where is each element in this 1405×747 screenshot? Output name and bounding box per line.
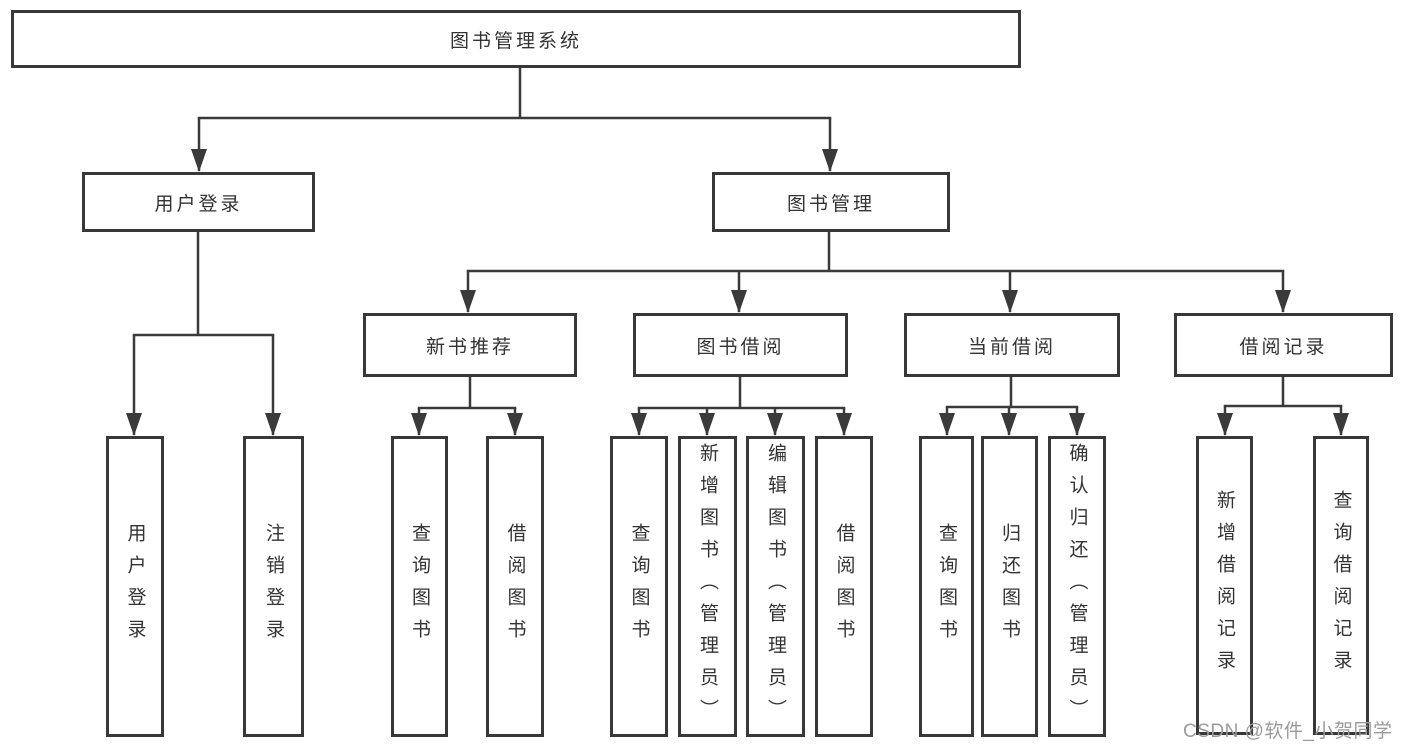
node-label: 查询借阅记录 bbox=[1330, 489, 1352, 682]
node-current-borrowing: 当前借阅 bbox=[904, 313, 1120, 377]
node-label: 新书推荐 bbox=[425, 336, 514, 358]
node-library-management-system: 图书管理系统 bbox=[11, 10, 1021, 68]
node-query-books-3: 查询图书 bbox=[919, 436, 974, 737]
node-label: 借阅图书 bbox=[833, 522, 855, 651]
node-label: 查询图书 bbox=[936, 522, 957, 651]
node-label: 确认归还（管理员） bbox=[1066, 442, 1088, 731]
node-label: 当前借阅 bbox=[967, 336, 1056, 358]
node-label: 查询图书 bbox=[628, 522, 650, 651]
node-label: 归还图书 bbox=[999, 522, 1020, 651]
node-user-login: 用户登录 bbox=[82, 172, 315, 232]
node-borrow-books-2: 借阅图书 bbox=[815, 436, 873, 737]
node-label: 编辑图书（管理员） bbox=[765, 442, 786, 731]
node-confirm-return-admin: 确认归还（管理员） bbox=[1048, 436, 1106, 737]
node-label: 用户登录 bbox=[154, 193, 243, 215]
node-label: 新增借阅记录 bbox=[1214, 489, 1235, 682]
node-label: 注销登录 bbox=[263, 522, 284, 651]
node-return-books: 归还图书 bbox=[981, 436, 1038, 737]
node-add-books-admin: 新增图书（管理员） bbox=[678, 436, 737, 737]
node-borrow-books-1: 借阅图书 bbox=[486, 436, 544, 737]
node-label: 新增图书（管理员） bbox=[697, 442, 718, 731]
node-book-management: 图书管理 bbox=[712, 172, 950, 232]
node-user-login-leaf: 用户登录 bbox=[106, 436, 164, 737]
node-label: 图书管理 bbox=[786, 193, 875, 215]
node-label: 查询图书 bbox=[409, 522, 430, 651]
node-add-borrow-record: 新增借阅记录 bbox=[1196, 436, 1253, 735]
node-query-books-1: 查询图书 bbox=[391, 436, 448, 737]
node-new-book-recommendation: 新书推荐 bbox=[363, 313, 577, 377]
node-label: 借阅记录 bbox=[1239, 336, 1328, 358]
node-label: 借阅图书 bbox=[504, 522, 526, 651]
node-edit-books-admin: 编辑图书（管理员） bbox=[746, 436, 805, 737]
csdn-watermark: CSDN @软件_小贺同学 bbox=[1183, 721, 1393, 742]
node-borrowing-records: 借阅记录 bbox=[1174, 313, 1393, 377]
node-query-borrow-record: 查询借阅记录 bbox=[1313, 436, 1369, 735]
node-label: 图书管理系统 bbox=[449, 30, 582, 52]
node-query-books-2: 查询图书 bbox=[610, 436, 668, 737]
node-label: 用户登录 bbox=[124, 522, 146, 651]
node-logout: 注销登录 bbox=[243, 436, 304, 737]
node-label: 图书借阅 bbox=[696, 336, 785, 358]
node-book-borrowing: 图书借阅 bbox=[633, 313, 848, 377]
